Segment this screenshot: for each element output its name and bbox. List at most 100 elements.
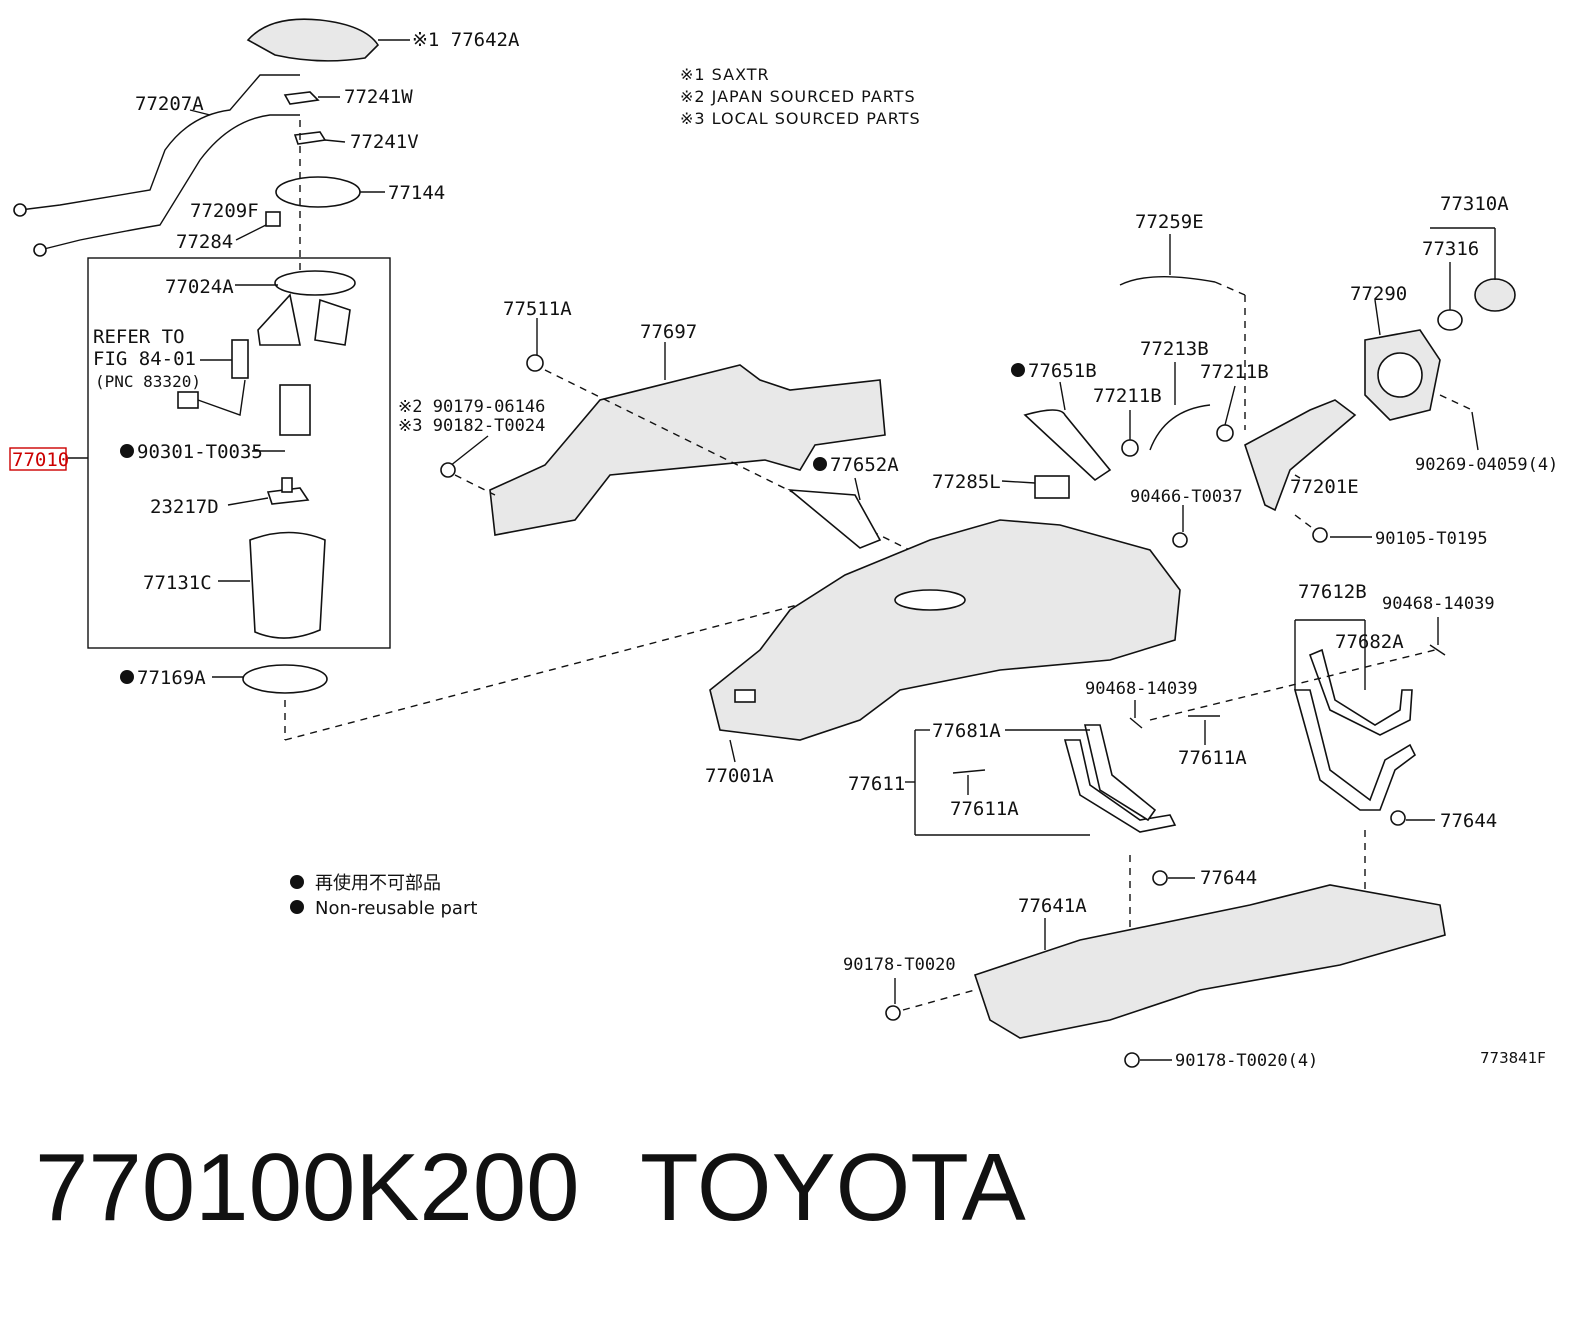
label-77211B-right[interactable]: 77211B	[1200, 361, 1269, 383]
label-90466-T0037[interactable]: 90466-T0037	[1130, 487, 1243, 507]
clip-77511A-drawing	[526, 354, 544, 372]
non-reusable-marker-77651B	[1011, 363, 1025, 377]
legend-marker-jp	[290, 875, 304, 889]
label-77682A[interactable]: 77682A	[1335, 631, 1404, 653]
label-90179-06146[interactable]: ※2 90179-06146	[398, 397, 545, 417]
label-77207A[interactable]: 77207A	[135, 93, 204, 115]
label-77209F[interactable]: 77209F	[190, 200, 259, 222]
caption-part-number: 770100K200	[35, 1134, 580, 1241]
label-77642A[interactable]: ※1 77642A	[412, 29, 520, 51]
label-90105-T0195[interactable]: 90105-T0195	[1375, 529, 1488, 549]
note-local-sourced: ※3 LOCAL SOURCED PARTS	[680, 109, 921, 128]
label-77651B[interactable]: 77651B	[1028, 360, 1097, 382]
bolt-77644-right-drawing	[1390, 810, 1406, 826]
breather-hose-drawing	[1119, 276, 1216, 286]
label-77169A[interactable]: 77169A	[137, 667, 206, 689]
filler-hose-drawing	[1149, 404, 1211, 451]
pump-cover-drawing	[246, 18, 380, 62]
retainer-ring-drawing	[275, 176, 361, 208]
highlight-box	[9, 447, 67, 471]
legend-marker-en	[290, 900, 304, 914]
clip-90466-drawing	[1172, 532, 1188, 548]
clip-90468-left-drawing	[1129, 717, 1143, 729]
non-reusable-marker-77169A	[120, 670, 134, 684]
label-77644-right[interactable]: 77644	[1440, 810, 1497, 832]
regulator-drawing	[266, 477, 310, 505]
label-90182-T0024[interactable]: ※3 90182-T0024	[398, 416, 545, 436]
non-reusable-marker-77652A	[813, 457, 827, 471]
filler-pipe-drawing	[1244, 399, 1357, 512]
fuel-cap-drawing	[1474, 278, 1516, 312]
pump-module-drawing	[177, 270, 356, 436]
gasket-77316-drawing	[1437, 309, 1463, 331]
figure-code: 773841F	[1480, 1049, 1546, 1067]
label-90269-04059[interactable]: 90269-04059(4)	[1415, 455, 1558, 475]
refer-line-3: (PNC 83320)	[95, 372, 201, 391]
label-77241V[interactable]: 77241V	[350, 131, 419, 153]
label-90178-T0020-4[interactable]: 90178-T0020(4)	[1175, 1051, 1318, 1071]
label-77652A[interactable]: 77652A	[830, 454, 899, 476]
label-77284[interactable]: 77284	[176, 231, 233, 253]
clamp-right-drawing	[1216, 424, 1234, 442]
fuel-lid-box-drawing	[1364, 329, 1441, 421]
filter-case-drawing	[249, 531, 326, 639]
label-77612B[interactable]: 77612B	[1298, 581, 1367, 603]
fuel-line-drawings	[13, 74, 300, 257]
label-77201E[interactable]: 77201E	[1290, 476, 1359, 498]
label-77316[interactable]: 77316	[1422, 238, 1479, 260]
label-77144[interactable]: 77144	[388, 182, 445, 204]
label-77131C[interactable]: 77131C	[143, 572, 212, 594]
label-77211B-left[interactable]: 77211B	[1093, 385, 1162, 407]
bolt-90105-drawing	[1312, 527, 1328, 543]
label-77611-group[interactable]: 77611	[848, 773, 905, 795]
label-77010[interactable]: 77010	[12, 449, 69, 471]
label-77259E[interactable]: 77259E	[1135, 211, 1204, 233]
label-77213B[interactable]: 77213B	[1140, 338, 1209, 360]
bolt-77644-left-drawing	[1152, 870, 1168, 886]
clip-90179-drawing	[440, 462, 456, 478]
label-77241W[interactable]: 77241W	[344, 86, 413, 108]
refer-line-2: FIG 84-01	[93, 348, 196, 370]
nut-90178-left-drawing	[885, 1005, 901, 1021]
clip-90468-right-drawing	[1429, 644, 1446, 656]
strap-77681A-drawing	[1063, 724, 1177, 833]
gasket-drawing	[242, 664, 328, 694]
clip-drawings	[283, 91, 327, 145]
tank-protector-drawing	[973, 884, 1446, 1039]
label-77644-left[interactable]: 77644	[1200, 867, 1257, 889]
label-90301-T0035[interactable]: 90301-T0035	[137, 441, 263, 463]
legend-text-jp: 再使用不可部品	[315, 873, 441, 894]
protector-drawing	[489, 364, 886, 536]
label-90468-right[interactable]: 90468-14039	[1382, 594, 1495, 614]
label-23217D[interactable]: 23217D	[150, 496, 219, 518]
label-77697[interactable]: 77697	[640, 321, 697, 343]
label-77001A[interactable]: 77001A	[705, 765, 774, 787]
clamp-left-drawing	[1121, 439, 1139, 457]
caption-brand: TOYOTA	[640, 1134, 1026, 1241]
label-77024A[interactable]: 77024A	[165, 276, 234, 298]
label-77611A-left[interactable]: 77611A	[950, 798, 1019, 820]
label-77611A-right[interactable]: 77611A	[1178, 747, 1247, 769]
label-77641A[interactable]: 77641A	[1018, 895, 1087, 917]
strap-77612B-drawing	[1293, 689, 1417, 811]
clip-77284-drawing	[265, 211, 281, 227]
legend-text-en: Non-reusable part	[315, 898, 477, 919]
label-77681A[interactable]: 77681A	[932, 720, 1001, 742]
note-japan-sourced: ※2 JAPAN SOURCED PARTS	[680, 87, 916, 106]
fuel-tank-drawing	[709, 519, 1181, 741]
label-77511A[interactable]: 77511A	[503, 298, 572, 320]
label-77310A[interactable]: 77310A	[1440, 193, 1509, 215]
label-77290[interactable]: 77290	[1350, 283, 1407, 305]
bracket-77285L-drawing	[1034, 475, 1070, 499]
label-77285L[interactable]: 77285L	[932, 471, 1001, 493]
pad-77652A-drawing	[787, 489, 882, 549]
pad-77651B-drawing	[1023, 409, 1112, 482]
label-90178-T0020[interactable]: 90178-T0020	[843, 955, 956, 975]
bolt-77611A-left-drawing	[952, 769, 986, 774]
non-reusable-marker-90301	[120, 444, 134, 458]
nut-90178-bottom-drawing	[1124, 1052, 1140, 1068]
strap-77682A-drawing	[1308, 648, 1413, 736]
label-90468-left[interactable]: 90468-14039	[1085, 679, 1198, 699]
